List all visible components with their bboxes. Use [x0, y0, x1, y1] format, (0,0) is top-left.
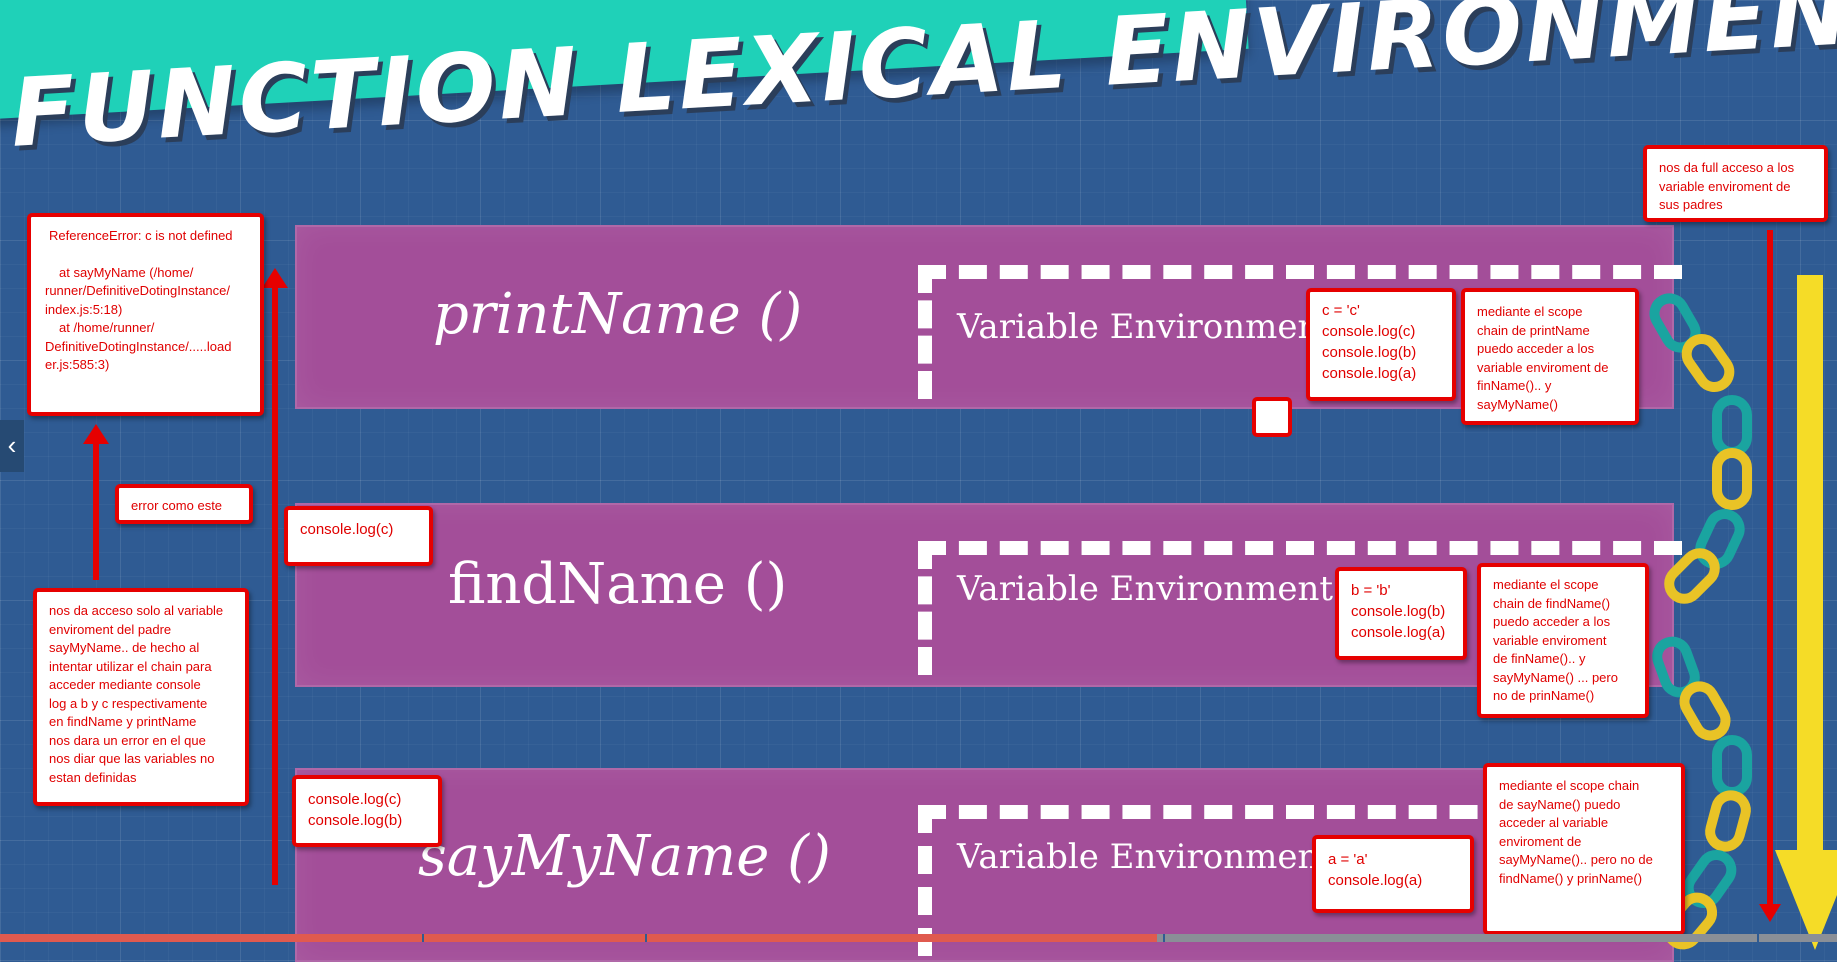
note-line: acceder al variable [1499, 815, 1609, 830]
error-label-note: error como este [115, 484, 253, 524]
variable-environment-frame-printname [918, 265, 1682, 399]
note-line: runner/DefinitiveDotingInstance/ [45, 283, 230, 298]
variable-environment-frame-findname [918, 541, 1682, 675]
note-line: chain de findName() [1493, 595, 1611, 611]
red-arrow-shaft [93, 440, 99, 580]
variable-environment-label: Variable Environment [957, 837, 1334, 877]
blank-note [1252, 397, 1292, 437]
red-arrow-up-icon [262, 268, 288, 288]
note-line: mediante el scope [1493, 577, 1599, 592]
note-line: error como este [131, 498, 223, 513]
note-line: nos diar que las variables no [49, 751, 215, 766]
red-arrow-down-icon [1759, 904, 1781, 922]
note-line: chain de printName [1477, 322, 1590, 338]
note-line: at /home/runner/ [59, 320, 155, 335]
chapter-marker [422, 934, 424, 942]
note-line: enviroment del padre [49, 621, 172, 637]
note-line: console.log(b) [1322, 344, 1417, 361]
chapter-marker [645, 934, 647, 942]
note-line: at sayMyName (/home/ [59, 264, 194, 280]
note-line: console.log(c) [300, 521, 394, 538]
previous-slide-button[interactable]: ‹ [0, 420, 24, 472]
left-explanation-note: nos da acceso solo al variable enviromen… [33, 588, 249, 806]
red-arrow-shaft [1767, 230, 1773, 910]
note-line: ReferenceError: c is not defined [49, 228, 233, 243]
note-line: findName() y prinName() [1499, 870, 1643, 886]
saymyname-vars-note: a = 'a' console.log(a) [1312, 835, 1474, 913]
yellow-arrow-head-icon [1775, 850, 1837, 950]
function-name-printname: printName () [433, 282, 803, 347]
findname-scope-note: mediante el scope chain de findName() pu… [1477, 563, 1649, 718]
note-line: mediante el scope chain [1499, 778, 1640, 793]
note-line: sayMyName().. pero no de [1499, 852, 1653, 867]
findname-console-note: console.log(c) [284, 506, 433, 566]
note-line: nos da full acceso a los [1659, 160, 1795, 175]
note-line: enviroment de [1499, 833, 1582, 849]
saymyname-console-note: console.log(c) console.log(b) [292, 775, 442, 847]
chapter-marker [1757, 934, 1759, 942]
note-line: mediante el scope [1477, 304, 1583, 319]
note-line: a = 'a' [1328, 851, 1368, 868]
note-line: finName().. y [1477, 378, 1552, 393]
progress-played [0, 934, 1158, 942]
note-line: no de prinName() [1493, 688, 1595, 703]
note-line: de sayName() puedo [1499, 796, 1621, 812]
note-line: log a b y c respectivamente [49, 695, 208, 711]
note-line: er.js:585:3) [45, 357, 110, 372]
chapter-marker [1163, 934, 1165, 942]
note-line: console.log(c) [1322, 323, 1416, 340]
printname-scope-note: mediante el scope chain de printName pue… [1461, 288, 1639, 425]
function-name-saymyname: sayMyName () [418, 824, 831, 889]
note-line: console.log(c) [308, 791, 402, 808]
note-line: index.js:5:18) [45, 301, 123, 317]
note-line: variable enviroment [1493, 632, 1607, 648]
red-arrow-up-icon [83, 424, 109, 444]
note-line: sayMyName.. de hecho al [49, 640, 200, 655]
note-line: console.log(b) [308, 812, 403, 829]
function-name-findname: findName () [448, 552, 788, 617]
note-line: intentar utilizar el chain para [49, 658, 212, 674]
note-line: variable enviroment de [1477, 359, 1609, 375]
note-line: b = 'b' [1351, 582, 1391, 599]
note-line: console.log(b) [1351, 603, 1446, 620]
note-line: de finName().. y [1493, 651, 1586, 666]
note-line: acceder mediante console [49, 677, 201, 692]
note-line: sayMyName() ... pero [1493, 669, 1618, 685]
printname-vars-note: c = 'c' console.log(c) console.log(b) co… [1306, 288, 1456, 401]
note-line: sus padres [1659, 197, 1723, 212]
note-line: console.log(a) [1322, 365, 1417, 382]
note-line: estan definidas [49, 769, 137, 785]
reference-error-note: ReferenceError: c is not defined at sayM… [27, 213, 264, 416]
note-line: en findName y printName [49, 714, 197, 729]
note-line [45, 246, 248, 264]
chevron-left-icon: ‹ [7, 430, 17, 460]
note-line: sayMyName() [1477, 396, 1558, 412]
full-access-note: nos da full acceso a los variable enviro… [1643, 145, 1828, 222]
note-line: DefinitiveDotingInstance/.....load [45, 338, 232, 354]
variable-environment-label: Variable Environment [957, 569, 1334, 609]
note-line: console.log(a) [1351, 624, 1446, 641]
red-arrow-shaft [272, 285, 278, 885]
note-line: variable enviroment de [1659, 178, 1791, 194]
note-line: puedo acceder a los [1493, 614, 1611, 629]
note-line: puedo acceder a los [1477, 341, 1595, 356]
note-line: c = 'c' [1322, 302, 1360, 319]
findname-vars-note: b = 'b' console.log(b) console.log(a) [1335, 567, 1467, 660]
note-line: console.log(a) [1328, 872, 1423, 889]
saymyname-scope-note: mediante el scope chain de sayName() pue… [1483, 763, 1685, 935]
variable-environment-label: Variable Environment [957, 307, 1334, 347]
note-line: nos dara un error en el que [49, 732, 206, 748]
yellow-arrow-icon [1797, 275, 1823, 875]
video-progress-bar[interactable] [0, 934, 1837, 942]
note-line: nos da acceso solo al variable [49, 603, 224, 618]
